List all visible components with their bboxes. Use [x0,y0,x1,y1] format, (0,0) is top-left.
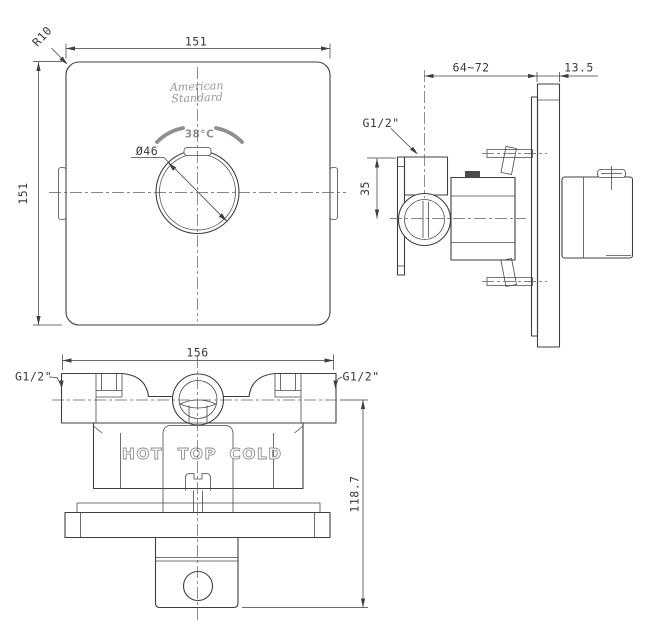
side-view: 64~72 13.5 G1/2" 35 [358,61,634,348]
bottom-outlet-ring-inner [178,380,218,419]
side-inlet-block [403,156,449,196]
front-height-label: 151 [16,182,30,204]
brand-logo: American Standard [169,79,224,105]
front-view: American Standard 38°C Ø46 R10 [16,23,346,326]
dimension-depth-range: 64~72 13.5 [424,61,598,82]
side-upper-pin [482,146,547,175]
bottom-handle [154,536,239,609]
install-depth-label: 118.7 [348,475,362,512]
bottom-spindle-detail [185,473,211,512]
bottom-outlet-ring-outer [171,373,225,426]
side-knob [561,166,634,259]
dimension-bottom-width: 156 [62,346,334,370]
side-lower-pin [482,258,547,287]
corner-radius-label: R10 [29,23,54,49]
front-right-side-tab [329,167,338,220]
knob-diameter-label: Ø46 [136,144,158,158]
side-mounting-plate [530,96,539,337]
temp-arc-right [214,126,244,144]
dimension-install-depth: 118.7 [242,399,368,608]
bottom-right-boss [274,373,302,398]
side-thread-label: G1/2" [363,116,400,130]
side-valve-body [450,176,516,261]
temp-label: 38°C [185,129,215,141]
handle-button [182,570,214,602]
temp-arc-left [155,126,185,144]
bottom-body [92,422,304,490]
bottom-plate-bevel [76,502,321,513]
bottom-right-thread-label: G1/2" [343,370,380,384]
side-inlet-port-outer [397,192,452,247]
bottom-width-label: 156 [186,346,208,360]
top-label: TOP [178,445,218,463]
brand-logo-line1: American [169,79,224,94]
hot-label: HOT [122,445,163,463]
bottom-left-thread-label: G1/2" [15,370,52,384]
depth-range-label: 64~72 [452,61,489,75]
side-trim-plate [536,83,561,348]
front-width-label: 151 [185,35,207,49]
plate-thickness-label: 13.5 [564,61,594,75]
side-inlet-port-inner [404,199,445,240]
dimension-inlet-height: 35 [358,157,396,219]
bottom-left-boss [95,373,123,398]
side-thread-callout: G1/2" [363,116,418,155]
bottom-view: HOT TOP COLD 156 [15,346,379,622]
inlet-height-label: 35 [358,181,372,196]
brand-logo-line2: Standard [171,91,223,106]
cold-label: COLD [229,445,282,463]
dimension-knob-diameter: Ø46 [131,144,228,222]
dimension-corner-radius: R10 [29,23,68,65]
side-body-top-detail [465,171,480,178]
bottom-left-thread-callout: G1/2" [15,370,64,390]
dimension-front-height: 151 [16,61,62,326]
temperature-marking: 38°C [155,126,244,144]
bottom-center-panel [162,425,234,512]
front-left-side-tab [58,167,67,220]
dimension-front-width: 151 [65,35,331,59]
bottom-right-thread-callout: G1/2" [333,370,379,390]
